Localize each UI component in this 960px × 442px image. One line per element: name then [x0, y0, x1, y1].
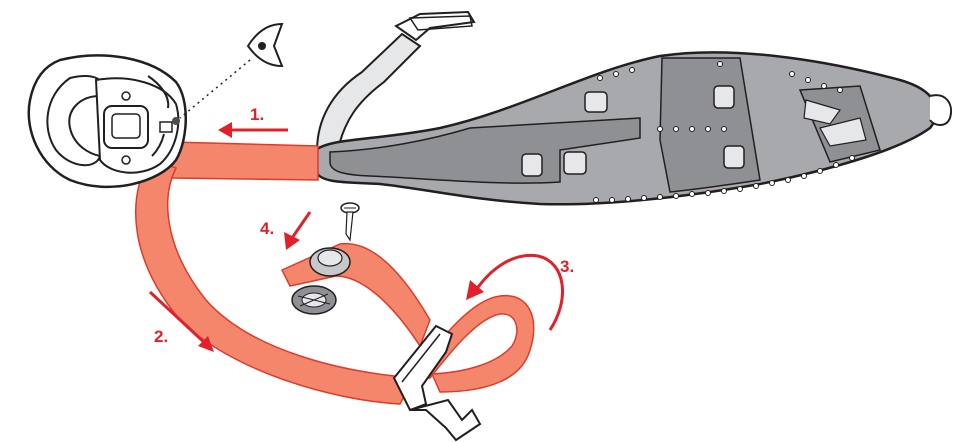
screw-icon [341, 203, 359, 240]
step-4-arrowhead [284, 232, 300, 250]
harness-pad [316, 12, 951, 204]
step-4-label: 4. [260, 219, 274, 238]
snap-top [310, 248, 350, 276]
sight-line [180, 60, 250, 118]
step-1-arrowhead [218, 122, 232, 138]
eye-icon [248, 24, 282, 66]
step-1-label: 1. [250, 105, 264, 124]
step-3-label: 3. [560, 257, 574, 276]
snap-bottom [292, 286, 336, 314]
step-4-arrow [292, 212, 310, 238]
device-housing [29, 55, 186, 186]
step-2-label: 2. [154, 327, 168, 346]
